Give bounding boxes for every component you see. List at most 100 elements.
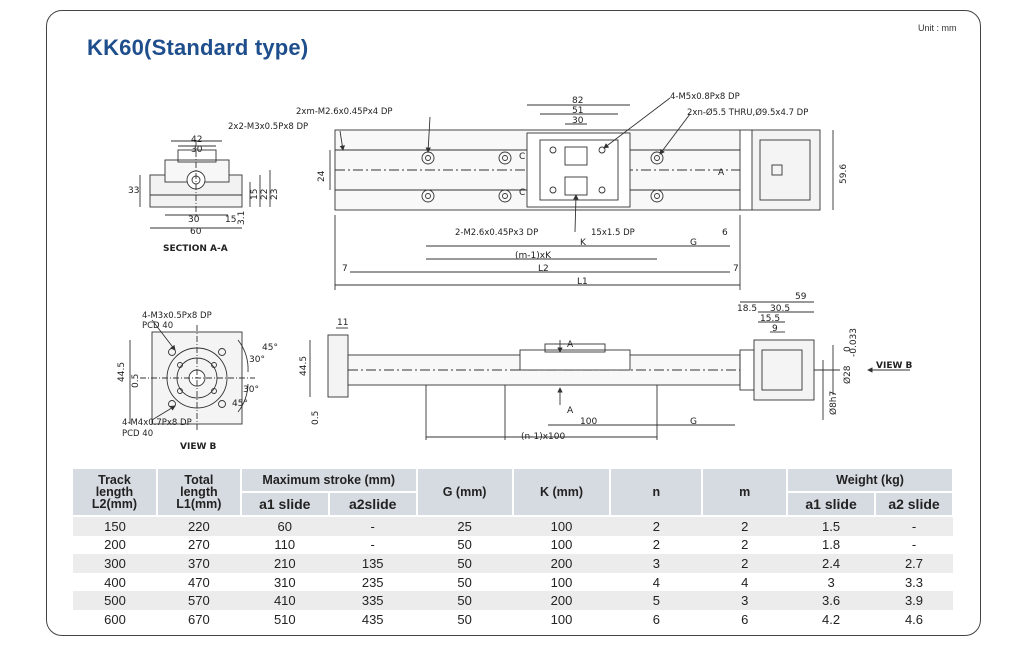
dim-18-5: 18.5 — [737, 304, 757, 314]
tol-lower: -0.033 — [849, 328, 859, 357]
dim-100: 100 — [580, 417, 597, 427]
header-total-length: Total length L1(mm) — [156, 469, 242, 517]
table-cell: 370 — [156, 554, 241, 573]
callout-m3-pcd: 4-M3x0.5Px8 DP — [142, 311, 212, 321]
section-a-a-view — [139, 140, 271, 229]
dim-0-5-side: 0.5 — [311, 411, 321, 425]
dim-phi-28: Ø28 — [842, 365, 853, 384]
dim-15-5: 15.5 — [760, 314, 780, 324]
table-cell: - — [328, 535, 417, 555]
plan-view-labels: 2xm-M2.6x0.45Px4 DP 2x2-M3x0.5Px8 DP 4-M… — [228, 92, 849, 287]
table-cell: 2 — [702, 516, 788, 536]
view-b-end — [129, 319, 255, 432]
table-cell: 400 — [73, 572, 157, 592]
specs-table: Track length L2(mm) Total length L1(mm) … — [73, 469, 954, 629]
table-cell: 5 — [610, 591, 703, 610]
dim-k: K — [580, 238, 587, 248]
table-cell: 2.4 — [787, 554, 875, 573]
table-cell: 3 — [787, 572, 875, 592]
dim-30-bottom: 30 — [188, 215, 200, 225]
table-cell: 200 — [73, 535, 157, 555]
table-cell: 3 — [610, 554, 703, 573]
table-cell: 1.5 — [787, 516, 875, 536]
table-cell: 150 — [73, 516, 157, 536]
callout-m3-8dp: 2x2-M3x0.5Px8 DP — [228, 122, 308, 132]
header-track-line2: length — [95, 485, 134, 499]
table-cell: 4 — [702, 572, 788, 592]
table-cell: 300 — [73, 554, 157, 573]
callout-m26-3dp: 2-M2.6x0.45Px3 DP — [455, 228, 538, 238]
table-cell: 4.6 — [875, 609, 953, 629]
header-weight: Weight (kg) — [787, 469, 954, 493]
dim-g-top: G — [690, 238, 697, 248]
table-cell: - — [875, 535, 953, 555]
mark-a-side-top: A — [567, 340, 574, 350]
header-a2-slide: a2slide — [328, 492, 418, 517]
table-cell: 2 — [702, 554, 788, 573]
table-cell: 500 — [73, 591, 157, 610]
angle-45-upper: 45° — [262, 343, 278, 353]
table-cell: 2 — [610, 535, 703, 555]
table-cell: 235 — [328, 572, 417, 592]
dim-59-6: 59.6 — [839, 164, 849, 184]
table-cell: 1.8 — [787, 535, 875, 555]
header-m: m — [702, 469, 789, 517]
header-total-line2: length — [180, 485, 218, 499]
table-cell: 3.3 — [875, 572, 953, 592]
outer-frame — [46, 10, 981, 636]
dim-33: 33 — [128, 186, 139, 196]
header-track-length: Track length L2(mm) — [73, 469, 158, 517]
dim-11: 11 — [337, 318, 348, 328]
table-cell: 100 — [512, 572, 611, 592]
unit-label: Unit : mm — [918, 23, 957, 33]
table-cell: 4 — [610, 572, 703, 592]
table-cell: 470 — [156, 572, 241, 592]
view-b-arrow-label: VIEW B — [876, 361, 913, 371]
table-cell: - — [328, 516, 417, 536]
table-cell: 3.6 — [787, 591, 875, 610]
header-track-line1: Track — [98, 473, 131, 487]
view-b-caption: VIEW B — [180, 442, 217, 452]
table-cell: 410 — [240, 591, 329, 610]
header-total-line3: L1(mm) — [176, 497, 222, 511]
mark-c-lower: C — [519, 188, 525, 198]
table-cell: 50 — [416, 591, 513, 610]
table-cell: 435 — [328, 609, 417, 629]
table-cell: 60 — [240, 516, 329, 536]
table-cell: 570 — [156, 591, 241, 610]
header-n: n — [610, 469, 704, 517]
table-cell: 200 — [512, 554, 611, 573]
header-max-stroke: Maximum stroke (mm) — [240, 469, 418, 493]
angle-30-upper: 30° — [249, 355, 265, 365]
table-cell: 135 — [328, 554, 417, 573]
table-cell: 100 — [512, 609, 611, 629]
dim-phi-8h7: Ø8h7 — [828, 391, 839, 415]
dim-9: 9 — [772, 324, 778, 334]
dim-30-top: 30 — [191, 145, 203, 155]
table-cell: 100 — [512, 516, 611, 536]
dim-n-1-100: (n-1)x100 — [521, 432, 565, 442]
dim-42: 42 — [191, 135, 202, 145]
dim-59: 59 — [795, 292, 807, 302]
table-cell: 270 — [156, 535, 241, 555]
dim-51: 51 — [572, 106, 583, 116]
table-cell: 310 — [240, 572, 329, 592]
table-cell: 50 — [416, 572, 513, 592]
table-cell: 2.7 — [875, 554, 953, 573]
page-title: KK60(Standard type) — [87, 35, 309, 60]
mark-a-top: A — [718, 168, 725, 178]
table-cell: 25 — [416, 516, 513, 536]
header-track-line3: L2(mm) — [91, 497, 138, 511]
header-weight-a2: a2 slide — [875, 492, 954, 517]
callout-m4-pcd: 4-M4x0.7Px8 DP — [122, 418, 192, 428]
angle-30-lower: 30° — [243, 385, 259, 395]
header-total-line1: Total — [184, 473, 214, 487]
dim-g-side: G — [690, 417, 697, 427]
section-a-a-caption: SECTION A-A — [163, 244, 228, 254]
table-cell: 220 — [156, 516, 241, 536]
table-cell: 3 — [702, 591, 788, 610]
table-cell: 600 — [73, 609, 157, 629]
table-cell: 110 — [240, 535, 329, 555]
